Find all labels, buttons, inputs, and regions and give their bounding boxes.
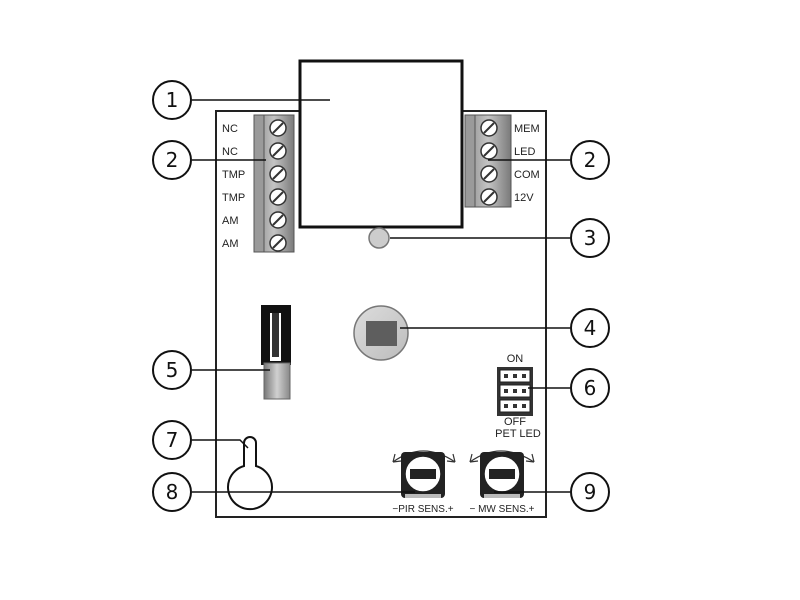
callout-1: 1 xyxy=(152,80,192,120)
terminal-screw-left xyxy=(269,211,287,229)
jumper-off-label: OFF xyxy=(504,416,526,428)
jumper-pin xyxy=(522,374,526,378)
jumper-pin xyxy=(522,404,526,408)
terminal-screw-left xyxy=(269,119,287,137)
callout-9: 8 xyxy=(152,472,192,512)
terminal-label-left: NC xyxy=(222,123,238,135)
jumper-pin xyxy=(513,389,517,393)
callout-number: 8 xyxy=(166,480,179,504)
terminal-screw-right xyxy=(480,165,498,183)
terminal-block-left xyxy=(253,114,295,253)
callout-number: 5 xyxy=(166,358,179,382)
terminal-screw-right xyxy=(480,119,498,137)
callout-2: 2 xyxy=(152,140,192,180)
pir-sens-label: −PIR SENS.+ xyxy=(392,504,453,515)
jumper-on-label: ON xyxy=(507,353,524,365)
callout-number: 2 xyxy=(584,148,597,172)
terminal-label-right: MEM xyxy=(514,123,540,135)
terminal-label-left: AM xyxy=(222,215,239,227)
terminal-screw-left xyxy=(269,188,287,206)
pir-sensor xyxy=(353,305,409,361)
terminal-block-right xyxy=(464,114,512,208)
callout-number: 7 xyxy=(166,428,179,452)
terminal-label-left: TMP xyxy=(222,169,245,181)
terminal-label-left: AM xyxy=(222,238,239,250)
terminal-screw-left xyxy=(269,234,287,252)
callout-number: 9 xyxy=(584,480,597,504)
jumper-pin xyxy=(522,389,526,393)
jumper-pin xyxy=(504,389,508,393)
jumper-pin xyxy=(513,374,517,378)
callout-number: 4 xyxy=(584,316,597,340)
callout-number: 1 xyxy=(166,88,179,112)
callout-number: 3 xyxy=(584,226,597,250)
callout-8: 7 xyxy=(152,420,192,460)
jumper-pin xyxy=(504,404,508,408)
terminal-screw-right xyxy=(480,142,498,160)
terminal-screw-right xyxy=(480,188,498,206)
callout-number: 2 xyxy=(166,148,179,172)
mw-sens-label: − MW SENS.+ xyxy=(469,504,534,515)
tamper-switch xyxy=(261,305,291,400)
terminal-screw-left xyxy=(269,142,287,160)
callout-4: 3 xyxy=(570,218,610,258)
pir-sensitivity-pot xyxy=(392,450,456,498)
pet-led-jumper xyxy=(497,367,533,416)
status-led xyxy=(368,227,390,249)
terminal-screw-left xyxy=(269,165,287,183)
keyhole-mount xyxy=(227,436,273,511)
jumper-pin xyxy=(504,374,508,378)
callout-number: 6 xyxy=(584,376,597,400)
callout-3: 2 xyxy=(570,140,610,180)
mw-sensitivity-pot xyxy=(469,450,535,498)
terminal-label-left: TMP xyxy=(222,192,245,204)
terminal-label-right: LED xyxy=(514,146,535,158)
terminal-label-right: COM xyxy=(514,169,540,181)
module-box xyxy=(298,59,464,229)
callout-5: 4 xyxy=(570,308,610,348)
leader-lines xyxy=(192,99,570,493)
jumper-name-label: PET LED xyxy=(495,428,541,440)
terminal-label-left: NC xyxy=(222,146,238,158)
jumper-pin xyxy=(513,404,517,408)
callout-7: 6 xyxy=(570,368,610,408)
callout-10: 9 xyxy=(570,472,610,512)
callout-6: 5 xyxy=(152,350,192,390)
terminal-label-right: 12V xyxy=(514,192,534,204)
